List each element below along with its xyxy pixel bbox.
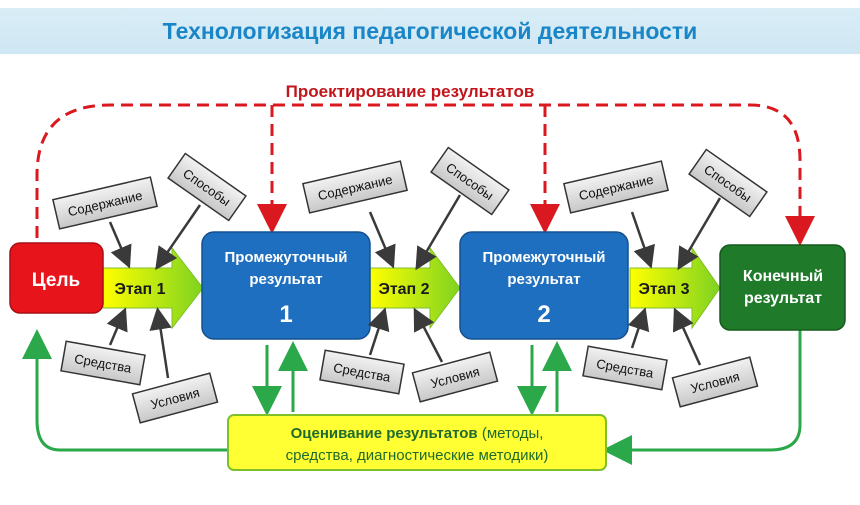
stage-label-2: Этап 2 — [378, 281, 429, 298]
factor-conditions-1: Условия — [131, 372, 219, 424]
evaluation-line2: средства, диагностические методики) — [286, 447, 549, 464]
factor-methods-3: Способы — [688, 148, 768, 218]
factor-content-2: Содержание — [302, 160, 408, 214]
svg-text:Оценивание результатов (методы: Оценивание результатов (методы, — [291, 425, 544, 442]
stage-arrow-1: Этап 1 — [102, 246, 204, 330]
intermediate-2-number: 2 — [537, 301, 550, 328]
design-label: Проектирование результатов — [286, 82, 535, 101]
factor-content-1: Содержание — [52, 176, 158, 230]
stage-label-3: Этап 3 — [638, 281, 689, 298]
design-loop — [35, 103, 815, 246]
factor-means-3: Средства — [582, 345, 668, 391]
final-line1: Конечный — [743, 268, 823, 285]
intermediate-2-line1: Промежуточный — [482, 249, 605, 266]
evaluation-rest: (методы, — [478, 425, 544, 442]
factor-group-2: Содержание Способы Средства Условия — [302, 146, 510, 403]
evaluation-loop — [22, 329, 802, 465]
intermediate-2-line2: результат — [507, 271, 580, 288]
factor-group-1: Содержание Способы Средства Условия — [52, 152, 247, 424]
goal-label: Цель — [32, 270, 80, 291]
factor-methods-2: Способы — [430, 146, 510, 216]
title-bar: Технологизация педагогической деятельнос… — [0, 8, 860, 54]
final-result-box: Конечный результат — [719, 244, 846, 331]
factor-group-3: Содержание Способы Средства Условия — [563, 148, 768, 408]
factor-conditions-3: Условия — [671, 356, 759, 408]
factor-conditions-2: Условия — [411, 351, 499, 403]
goal-box: Цель — [9, 242, 104, 314]
factor-content-3: Содержание — [563, 160, 669, 214]
page-title: Технологизация педагогической деятельнос… — [162, 17, 698, 44]
evaluation-title: Оценивание результатов — [291, 425, 478, 442]
factor-means-2: Средства — [319, 349, 405, 395]
intermediate-1-line1: Промежуточный — [224, 249, 347, 266]
intermediate-result-1: Промежуточный результат 1 — [201, 231, 371, 340]
factor-means-1: Средства — [60, 340, 146, 386]
intermediate-1-number: 1 — [279, 301, 292, 328]
intermediate-1-line2: результат — [249, 271, 322, 288]
evaluation-box: Оценивание результатов (методы, средства… — [227, 414, 607, 471]
intermediate-result-2: Промежуточный результат 2 — [459, 231, 629, 340]
factor-methods-1: Способы — [167, 152, 247, 222]
stage-label-1: Этап 1 — [114, 281, 165, 298]
final-line2: результат — [744, 290, 822, 307]
